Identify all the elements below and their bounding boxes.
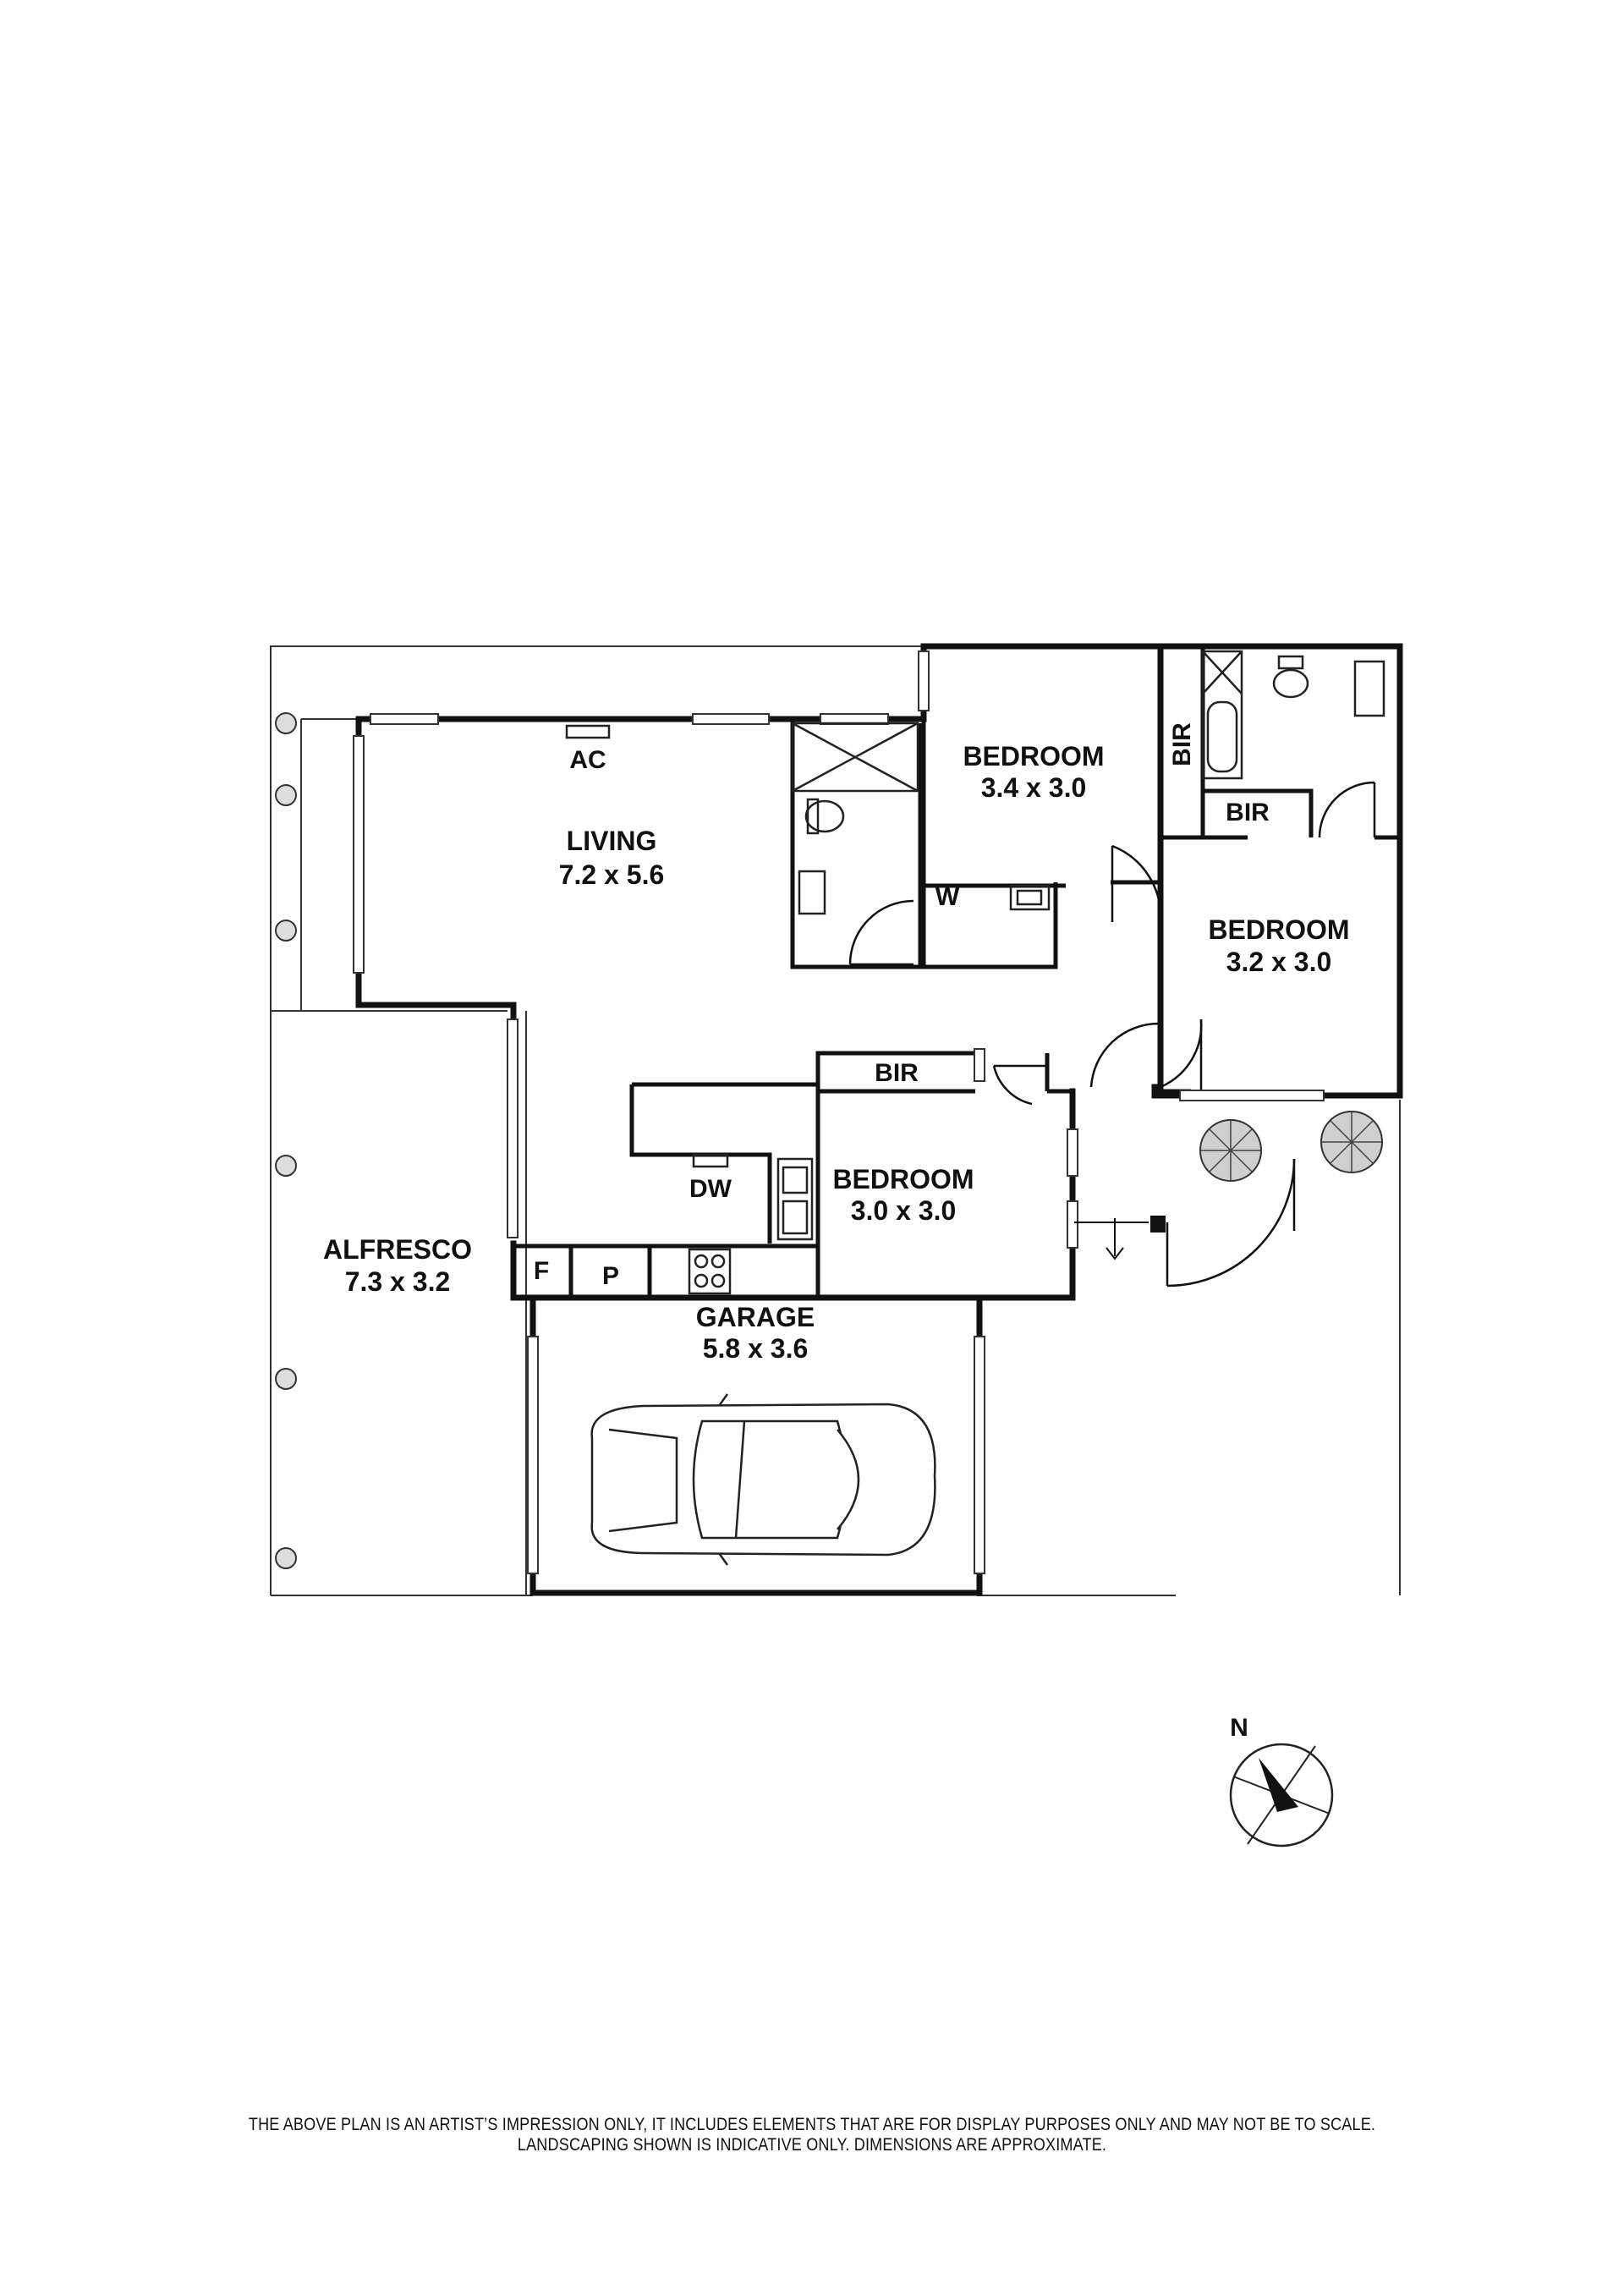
disclaimer: THE ABOVE PLAN IS AN ARTIST’S IMPRESSION… bbox=[113, 2115, 1510, 2155]
bedroom1-size: 3.4 x 3.0 bbox=[981, 772, 1087, 803]
ac-label: AC bbox=[569, 746, 606, 774]
shrub-icon bbox=[275, 1368, 297, 1390]
disclaimer-line-2: LANDSCAPING SHOWN IS INDICATIVE ONLY. DI… bbox=[517, 2135, 1107, 2155]
bir-bed3-label: BIR bbox=[875, 1059, 919, 1087]
garage-name: GARAGE bbox=[696, 1302, 815, 1332]
meter-box bbox=[1150, 1216, 1166, 1233]
bath bbox=[1201, 650, 1243, 780]
laundry-label: W bbox=[935, 883, 960, 911]
fixtures bbox=[565, 650, 1385, 1295]
fridge-label: F bbox=[534, 1257, 549, 1285]
toilet-right bbox=[1272, 668, 1309, 699]
vanity-right bbox=[1353, 660, 1385, 717]
site-boundary bbox=[270, 645, 1401, 1596]
shrub-icon bbox=[275, 1547, 297, 1569]
ac-unit bbox=[565, 724, 611, 739]
shrub-icon bbox=[275, 1155, 297, 1177]
shrub-icon bbox=[275, 920, 297, 942]
car-icon bbox=[590, 1393, 936, 1566]
alfresco-name: ALFRESCO bbox=[323, 1234, 472, 1265]
living-name: LIVING bbox=[567, 826, 657, 856]
room-labels: LIVING 7.2 x 5.6 BEDROOM 3.4 x 3.0 BEDRO… bbox=[323, 722, 1350, 1364]
cooktop bbox=[688, 1248, 732, 1295]
bedroom3-size: 3.0 x 3.0 bbox=[851, 1195, 957, 1226]
bedroom3-name: BEDROOM bbox=[832, 1164, 974, 1194]
laundry-tub bbox=[1009, 884, 1051, 911]
north-arrow-icon bbox=[1259, 1758, 1298, 1812]
bedroom2-name: BEDROOM bbox=[1208, 914, 1349, 945]
bedroom1-name: BEDROOM bbox=[963, 741, 1104, 771]
bedroom2-size: 3.2 x 3.0 bbox=[1226, 947, 1332, 977]
garage-size: 5.8 x 3.6 bbox=[703, 1333, 809, 1364]
sink bbox=[776, 1157, 814, 1241]
dishwasher bbox=[692, 1153, 729, 1168]
alfresco-size: 7.3 x 3.2 bbox=[345, 1266, 451, 1297]
toilet-left bbox=[804, 799, 845, 833]
shrub-icon bbox=[275, 712, 297, 734]
dishwasher-label: DW bbox=[689, 1175, 732, 1203]
pantry-label: P bbox=[602, 1262, 619, 1290]
vanity-left bbox=[798, 870, 826, 915]
compass: N bbox=[1229, 1714, 1334, 1848]
shower-left bbox=[791, 722, 919, 793]
living-size: 7.2 x 5.6 bbox=[559, 859, 665, 890]
bir-bed1-side-label: BIR bbox=[1168, 722, 1196, 766]
shrub-icon bbox=[275, 784, 297, 806]
compass-north-label: N bbox=[1230, 1714, 1248, 1742]
entry-arrow-icon bbox=[1074, 1218, 1149, 1260]
bir-bed2-label: BIR bbox=[1226, 799, 1270, 826]
windows bbox=[353, 651, 1325, 1574]
disclaimer-line-1: THE ABOVE PLAN IS AN ARTIST’S IMPRESSION… bbox=[248, 2115, 1376, 2134]
doors bbox=[848, 781, 1376, 1288]
